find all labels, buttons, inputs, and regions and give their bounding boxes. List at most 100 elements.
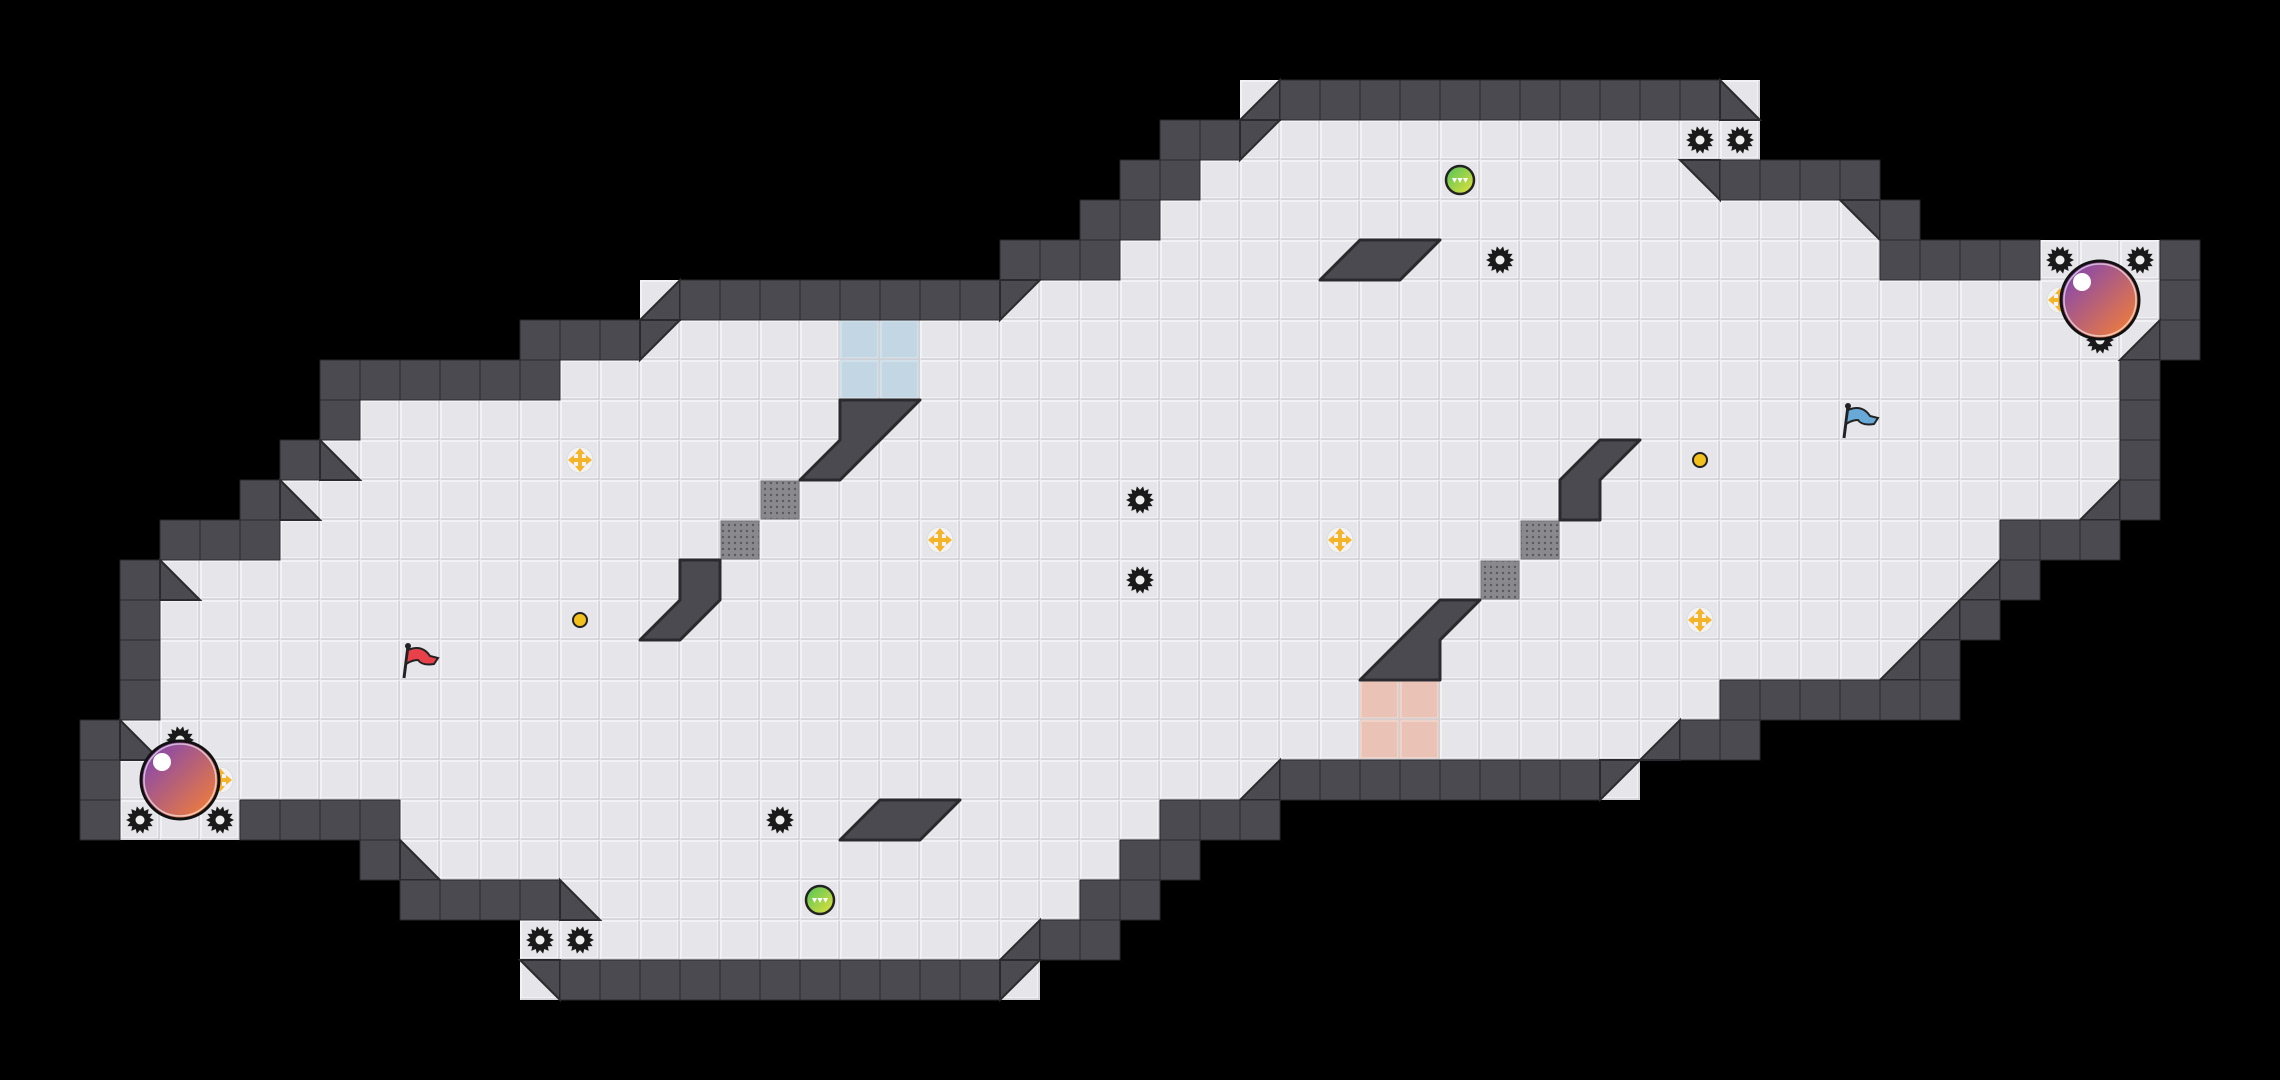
floor-tile	[1480, 200, 1520, 240]
floor-tile	[1440, 200, 1480, 240]
spike-icon	[2046, 246, 2074, 274]
floor-tile	[1480, 120, 1520, 160]
floor-tile	[600, 920, 640, 960]
floor-tile	[1320, 720, 1360, 760]
floor-tile	[200, 640, 240, 680]
wall-diagonal	[119, 717, 163, 761]
floor-tile	[1440, 720, 1480, 760]
floor-tile	[480, 520, 520, 560]
floor-tile	[1960, 440, 2000, 480]
floor-tile	[1000, 760, 1040, 800]
boost-icon[interactable]	[566, 446, 594, 474]
floor-tile	[520, 400, 560, 440]
floor-tile	[480, 800, 520, 840]
boost-icon[interactable]	[1326, 526, 1354, 554]
floor-tile	[920, 640, 960, 680]
floor-tile	[440, 480, 480, 520]
floor-tile	[1080, 360, 1120, 400]
floor-tile	[760, 840, 800, 880]
wall-tile	[2119, 359, 2161, 401]
floor-tile	[1680, 680, 1720, 720]
floor-tile	[1680, 560, 1720, 600]
floor-tile	[800, 640, 840, 680]
floor-tile	[880, 840, 920, 880]
floor-tile	[360, 600, 400, 640]
boost-icon[interactable]	[926, 526, 954, 554]
floor-tile	[1400, 160, 1440, 200]
floor-tile	[1280, 200, 1320, 240]
floor-tile	[1120, 240, 1160, 280]
floor-tile	[240, 560, 280, 600]
powerup-icon[interactable]	[804, 884, 836, 916]
floor-tile	[1280, 120, 1320, 160]
floor-tile	[440, 840, 480, 880]
floor-tile	[680, 400, 720, 440]
floor-tile	[1760, 640, 1800, 680]
floor-tile	[1120, 680, 1160, 720]
floor-tile	[1440, 400, 1480, 440]
wall-tile	[479, 879, 521, 921]
floor-tile	[560, 360, 600, 400]
floor-tile	[1760, 400, 1800, 440]
floor-tile	[1160, 400, 1200, 440]
floor-tile	[2000, 280, 2040, 320]
floor-tile	[1120, 400, 1160, 440]
floor-tile	[1680, 480, 1720, 520]
boost-icon[interactable]	[1686, 606, 1714, 634]
floor-tile	[480, 560, 520, 600]
floor-tile	[1160, 360, 1200, 400]
wall-tile	[1399, 759, 1441, 801]
bomb-icon[interactable]	[572, 612, 588, 628]
floor-tile	[1000, 440, 1040, 480]
floor-tile	[1720, 560, 1760, 600]
floor-tile	[1080, 640, 1120, 680]
floor-tile	[200, 600, 240, 640]
wall-block	[1358, 598, 1482, 682]
wall-tile	[719, 279, 761, 321]
floor-tile	[1920, 360, 1960, 400]
floor-tile	[2040, 440, 2080, 480]
floor-tile	[1400, 440, 1440, 480]
wall-tile	[1879, 239, 1921, 281]
floor-tile	[640, 520, 680, 560]
floor-tile	[960, 640, 1000, 680]
floor-tile	[1840, 440, 1880, 480]
floor-tile	[520, 640, 560, 680]
floor-tile	[880, 520, 920, 560]
floor-tile	[1400, 680, 1440, 720]
floor-tile	[520, 520, 560, 560]
floor-tile	[720, 600, 760, 640]
floor-tile	[640, 640, 680, 680]
floor-tile	[720, 400, 760, 440]
blue-flag-icon[interactable]	[1842, 403, 1880, 439]
floor-tile	[1280, 400, 1320, 440]
floor-tile	[480, 720, 520, 760]
floor-tile	[1200, 480, 1240, 520]
floor-tile	[800, 480, 840, 520]
floor-tile	[1320, 480, 1360, 520]
floor-tile	[240, 640, 280, 680]
floor-tile	[1120, 360, 1160, 400]
floor-tile	[1880, 480, 1920, 520]
floor-tile	[1360, 360, 1400, 400]
powerup-icon[interactable]	[1444, 164, 1476, 196]
floor-tile	[1640, 560, 1680, 600]
floor-tile	[1360, 600, 1400, 640]
wall-tile	[359, 359, 401, 401]
wall-block	[638, 558, 722, 642]
floor-tile	[1240, 680, 1280, 720]
floor-tile	[1040, 360, 1080, 400]
floor-tile	[1960, 400, 2000, 440]
floor-tile	[1240, 280, 1280, 320]
floor-tile	[840, 840, 880, 880]
wall-tile	[1599, 79, 1641, 121]
floor-tile	[1480, 640, 1520, 680]
red-flag-icon[interactable]	[402, 643, 440, 679]
floor-tile	[1520, 440, 1560, 480]
floor-tile	[560, 520, 600, 560]
bomb-icon[interactable]	[1692, 452, 1708, 468]
floor-tile	[1200, 160, 1240, 200]
floor-tile	[280, 680, 320, 720]
